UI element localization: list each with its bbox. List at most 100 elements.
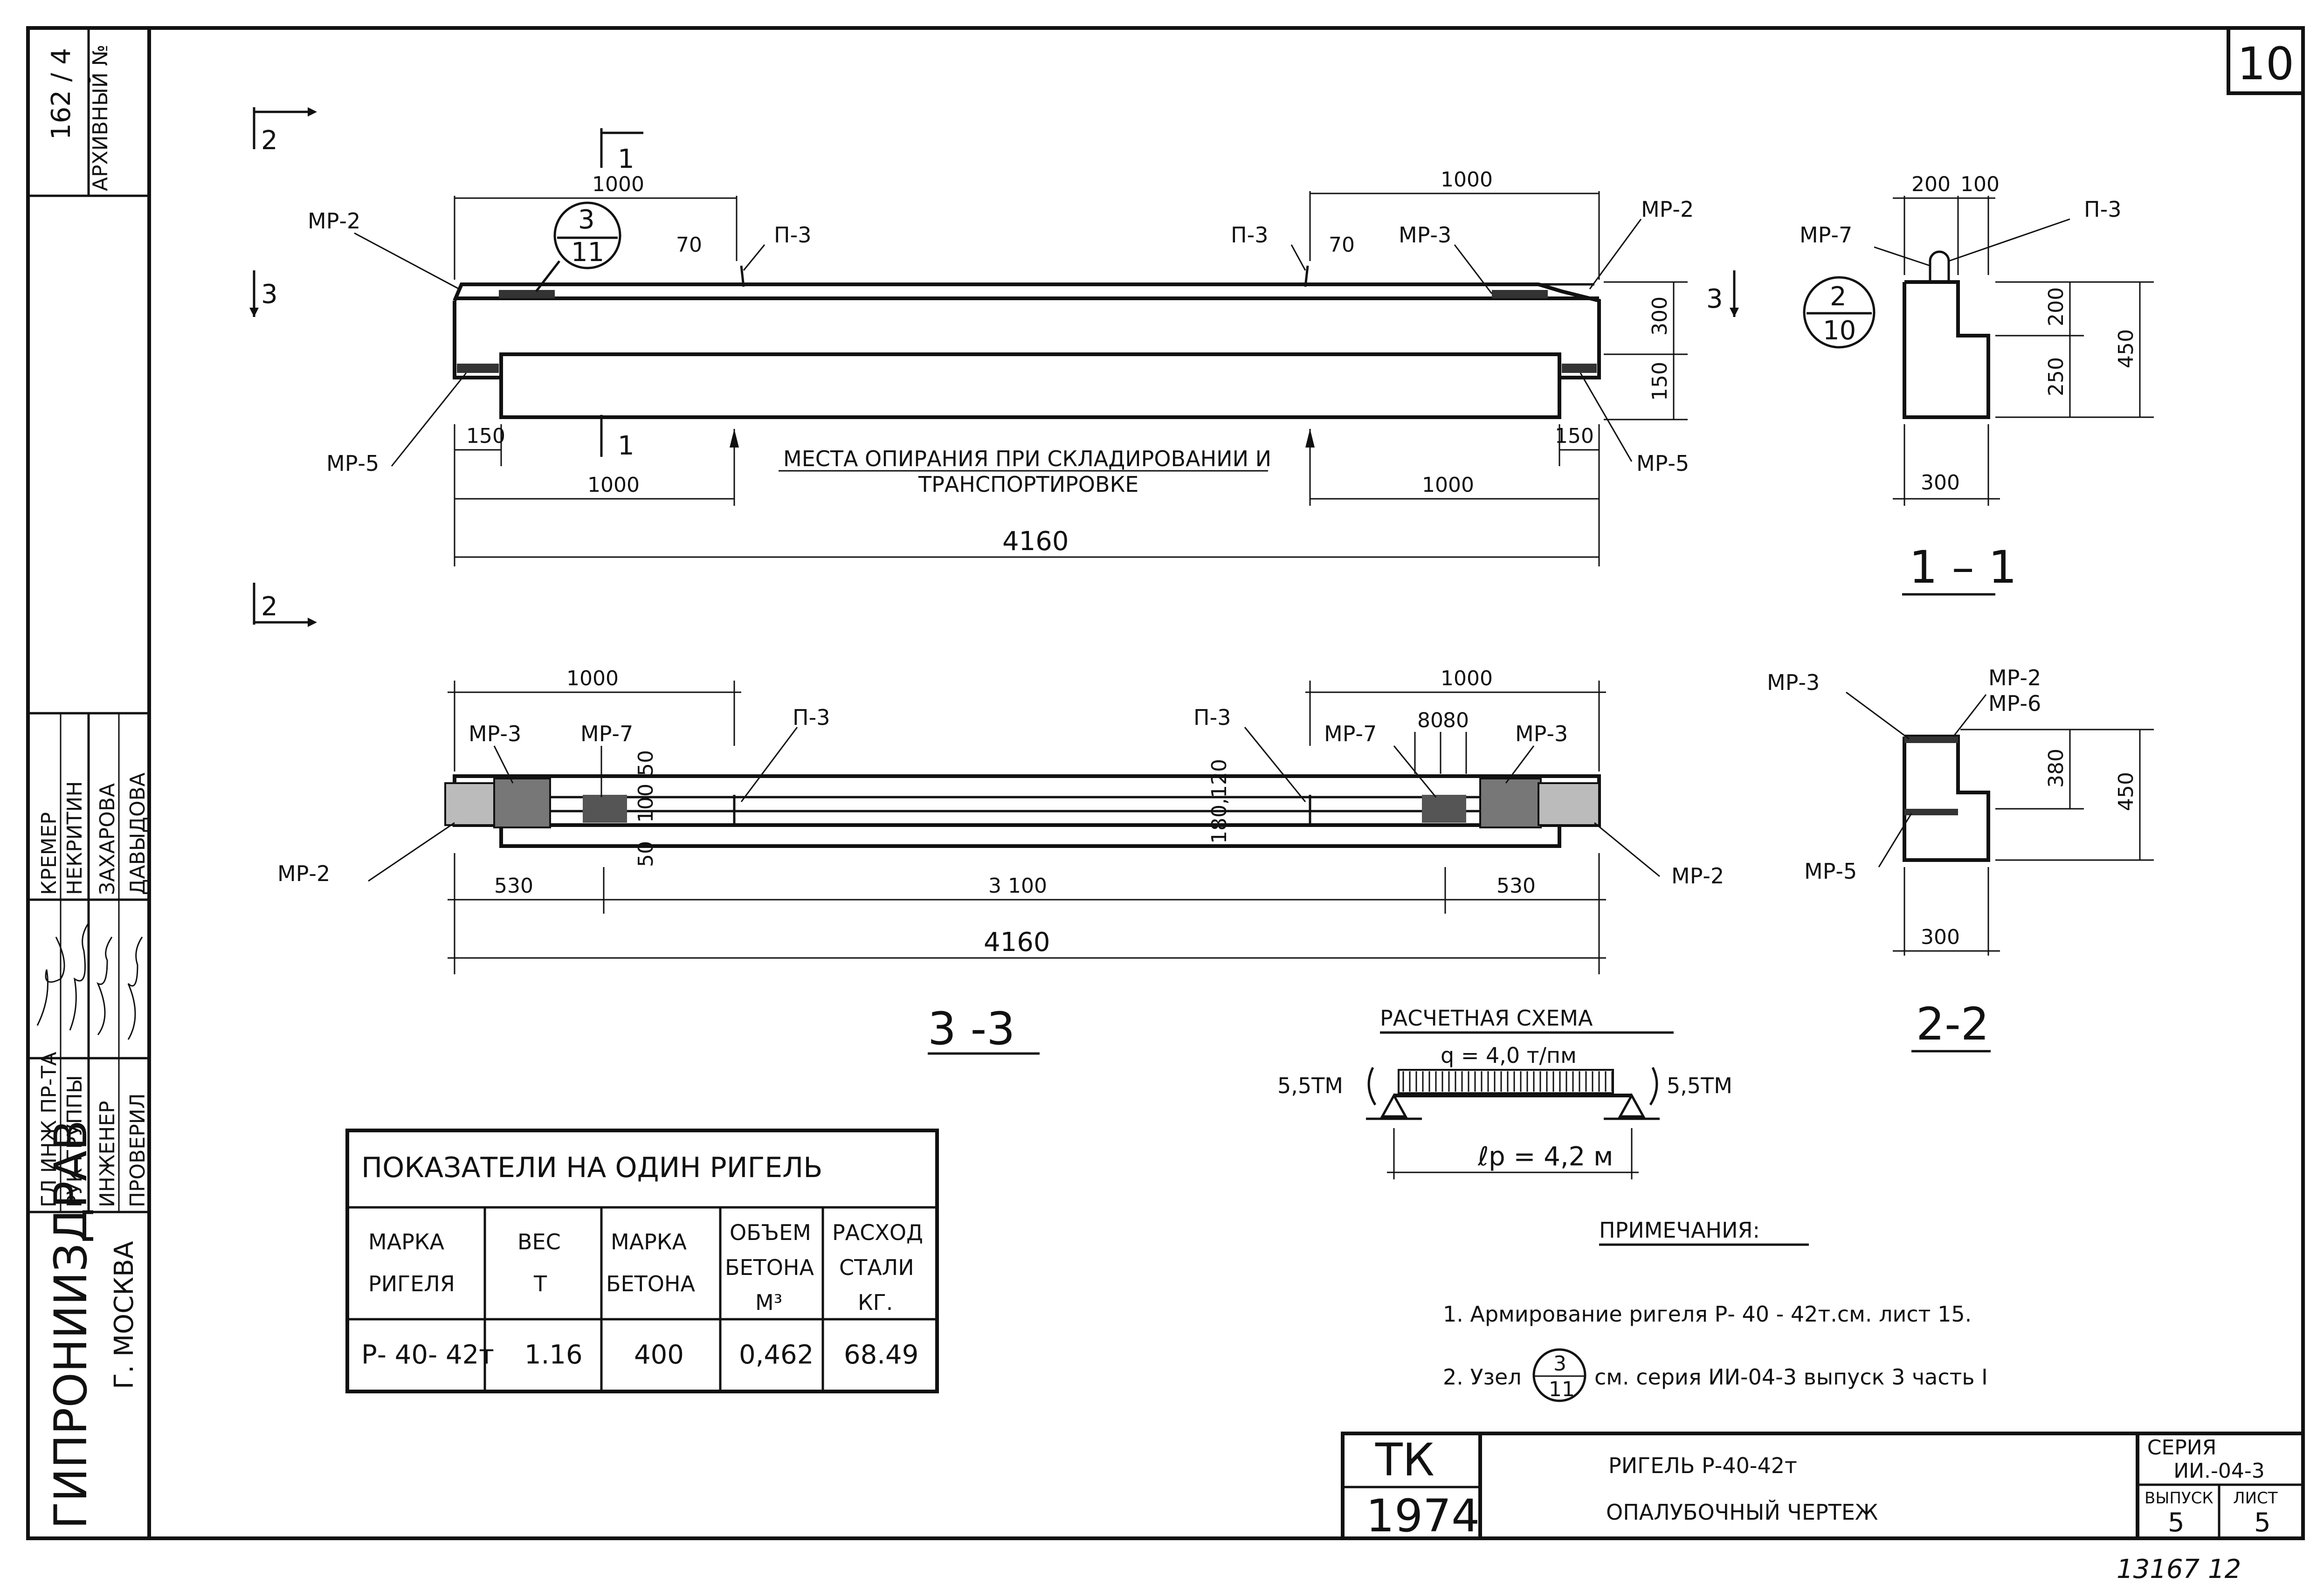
signature-4 <box>127 937 143 1040</box>
plate-mp2-left <box>444 782 495 826</box>
drawing-name-2: ОПАЛУБОЧНЫЙ ЧЕРТЕЖ <box>1606 1500 1878 1525</box>
mark-2-top: 2 <box>261 125 278 156</box>
th-2-b: Т <box>533 1271 547 1296</box>
plate-mp3-left <box>499 290 555 298</box>
td-volume: 0,462 <box>739 1340 814 1370</box>
dim-150-right: 150 <box>1555 424 1594 448</box>
moment-left: 5,5ТМ <box>1277 1073 1343 1098</box>
moment-arrow-right <box>1649 1067 1658 1106</box>
plan-label-mp3-left: МР-3 <box>469 721 521 746</box>
tk-label: ТК <box>1375 1434 1434 1486</box>
mark-1-bottom: 1 <box>618 431 634 461</box>
name-3: ЗАХАРОВА <box>96 783 119 895</box>
th-3-a: МАРКА <box>611 1229 687 1254</box>
label-p3-left: П-3 <box>774 222 811 248</box>
section-1-1: 200 100 200 250 450 300 МР-7 П-3 2 10 1 … <box>1800 172 2154 596</box>
s2-label-mp3: МР-3 <box>1767 670 1820 695</box>
issue-label: ВЫПУСК <box>2145 1489 2214 1508</box>
name-2: НЕКРИТИН <box>63 781 87 895</box>
dim-top-left: 1000 <box>592 172 644 196</box>
drawing-name-1: РИГЕЛЬ Р-40-42т <box>1608 1453 1797 1478</box>
loop-p3-left <box>740 265 745 287</box>
label-p3: П-3 <box>2084 197 2121 222</box>
footer-number: 13167 12 <box>2117 1554 2241 1584</box>
design-scheme: РАСЧЕТНАЯ СХЕМА q = 4,0 т/пм 5,5ТМ 5,5ТМ… <box>1277 1006 1732 1179</box>
node-2-top: 2 <box>1830 282 1847 312</box>
sheet-number-box <box>2227 26 2305 95</box>
role-3: ИНЖЕНЕР <box>96 1101 119 1207</box>
plan-label-p3-left: П-3 <box>793 705 830 730</box>
role-1: ГЛ ИНЖ ПР-ТА <box>37 1052 61 1207</box>
node-2-bottom: 10 <box>1823 316 1856 346</box>
support-right <box>1618 1093 1646 1118</box>
note-node-circle <box>1532 1348 1586 1402</box>
table-title: ПОКАЗАТЕЛИ НА ОДИН РИГЕЛЬ <box>361 1151 822 1184</box>
note-2-start: 2. Узел <box>1443 1364 1522 1390</box>
dim-100: 100 <box>1960 172 2000 196</box>
plan-dim-3100: 3 100 <box>988 874 1047 898</box>
label-mp2-right: МР-2 <box>1641 197 1694 222</box>
org-name: ГИПРОНИИЗДРАВ <box>45 1120 97 1529</box>
plan-dim-80-a: 80 <box>1417 709 1443 732</box>
moment-arrow-left <box>1367 1067 1377 1106</box>
outer-frame <box>26 26 2305 1540</box>
dim-150: 150 <box>1648 362 1672 401</box>
section-1-loop <box>1929 250 1950 282</box>
section-2-2: 380 450 300 МР-3 МР-2 МР-6 МР-5 2-2 <box>1767 665 2154 1053</box>
th-3-b: БЕТОНА <box>606 1271 696 1296</box>
dim-300: 300 <box>1921 471 1960 495</box>
td-mark: Р- 40- 42т <box>361 1340 494 1370</box>
load-hatch <box>1402 1071 1613 1092</box>
signature-2 <box>69 923 90 1031</box>
tk-year: 1974 <box>1366 1490 1480 1542</box>
moment-right: 5,5ТМ <box>1667 1073 1732 1098</box>
label-mp5-left: МР-5 <box>326 451 379 476</box>
name-1: КРЕМЕР <box>37 812 61 895</box>
s2-label-mp2: МР-2 <box>1988 665 2041 690</box>
th-1-b: РИГЕЛЯ <box>368 1271 455 1296</box>
dim-bottom-left: 1000 <box>587 473 640 497</box>
section-1-outline <box>1903 280 1990 419</box>
plan-dim-180: 180,120 <box>1207 759 1231 844</box>
node-top: 3 <box>578 205 595 235</box>
th-4-b: БЕТОНА <box>725 1255 814 1280</box>
dim-200-v: 200 <box>2044 287 2068 326</box>
scheme-span: ℓр = 4,2 м <box>1477 1142 1613 1172</box>
plan-dim-530-b: 530 <box>1496 874 1536 898</box>
s2-label-mp5: МР-5 <box>1804 859 1857 884</box>
label-mp5-right: МР-5 <box>1636 451 1689 476</box>
plate-mp5-left <box>457 364 499 373</box>
plan-dim-total: 4160 <box>984 927 1050 957</box>
role-2: РУК ГРУППЫ <box>63 1075 87 1207</box>
plan-label-mp2-left: МР-2 <box>277 861 330 886</box>
note-node-bottom: 11 <box>1549 1377 1575 1401</box>
th-4-c: М³ <box>755 1290 782 1315</box>
label-p3-right: П-3 <box>1231 222 1268 248</box>
elevation-view: 1000 1000 70 70 300 150 150 150 1000 100… <box>308 168 1694 566</box>
signature-1 <box>36 937 65 1026</box>
scheme-load: q = 4,0 т/пм <box>1441 1043 1577 1068</box>
note-1: 1. Армирование ригеля Р- 40 - 42т.см. ли… <box>1443 1302 1972 1327</box>
notes-title: ПРИМЕЧАНИЯ: <box>1599 1218 1760 1243</box>
dim-70-right: 70 <box>1329 233 1355 257</box>
dim-200: 200 <box>1911 172 1951 196</box>
th-2-a: ВЕС <box>517 1229 561 1254</box>
plan-dim-80-b: 80 <box>1443 709 1469 732</box>
beam-body <box>499 352 1561 419</box>
node-bottom: 11 <box>571 237 604 268</box>
plate-mp2-right <box>1538 782 1600 826</box>
archive-number: 162 / 4 <box>46 48 76 140</box>
dim-top-right: 1000 <box>1441 168 1493 192</box>
dim-150-left: 150 <box>466 424 505 448</box>
th-4-a: ОБЪЕМ <box>730 1220 811 1245</box>
indicators-table: ПОКАЗАТЕЛИ НА ОДИН РИГЕЛЬ МАРКА РИГЕЛЯ В… <box>345 1129 939 1393</box>
plan-dim-50-b: 50 <box>634 841 658 867</box>
sheet-number: 10 <box>2237 38 2294 90</box>
s2-dim-450: 450 <box>2114 772 2138 811</box>
plan-dim-50-a: 50 <box>634 750 658 776</box>
td-concrete: 400 <box>634 1340 684 1370</box>
dim-bottom-right: 1000 <box>1422 473 1474 497</box>
s2-dim-380: 380 <box>2044 749 2068 788</box>
dim-total: 4160 <box>1002 526 1069 557</box>
